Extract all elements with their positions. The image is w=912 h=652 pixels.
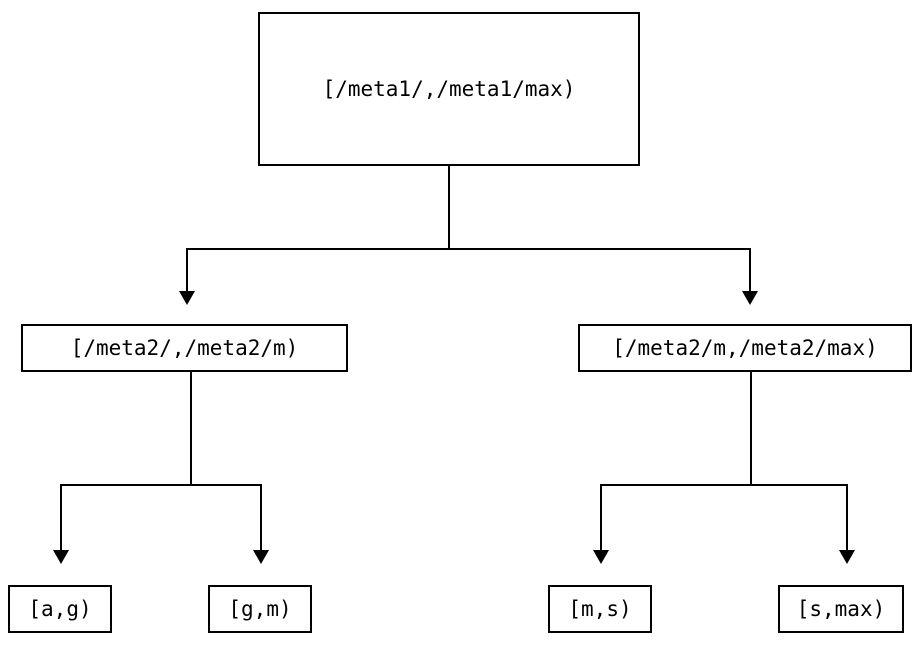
node-mid-left[interactable]: [/meta2/,/meta2/m): [21, 324, 348, 372]
edge-root-stem: [448, 166, 450, 250]
edge-mid-right-stem: [750, 372, 752, 486]
edge-mid-left-stem: [190, 372, 192, 486]
edge-mid-left-crossbar: [60, 484, 262, 486]
edge-root-crossbar: [186, 248, 750, 250]
node-leaf-g-m[interactable]: [g,m): [208, 585, 312, 633]
edge-mid-right-to-leaf-s-max: [846, 484, 848, 553]
edge-root-to-mid-left: [186, 248, 188, 294]
edge-mid-left-to-leaf-a-g: [60, 484, 62, 553]
node-mid-right-label: [/meta2/m,/meta2/max): [612, 336, 878, 360]
edge-root-to-mid-right: [749, 248, 751, 294]
node-leaf-m-s[interactable]: [m,s): [548, 585, 652, 633]
arrowhead-leaf-m-s: [593, 550, 609, 564]
node-mid-right[interactable]: [/meta2/m,/meta2/max): [578, 324, 912, 372]
arrowhead-leaf-s-max: [839, 550, 855, 564]
node-leaf-s-max[interactable]: [s,max): [778, 585, 904, 633]
edge-mid-right-crossbar: [600, 484, 848, 486]
node-leaf-m-s-label: [m,s): [568, 597, 632, 621]
arrowhead-mid-left: [179, 291, 195, 305]
edge-mid-left-to-leaf-g-m: [260, 484, 262, 553]
node-leaf-a-g-label: [a,g): [28, 597, 92, 621]
node-root[interactable]: [/meta1/,/meta1/max): [258, 12, 640, 166]
arrowhead-leaf-g-m: [253, 550, 269, 564]
edge-mid-right-to-leaf-m-s: [600, 484, 602, 553]
node-leaf-g-m-label: [g,m): [228, 597, 292, 621]
node-root-label: [/meta1/,/meta1/max): [322, 77, 576, 101]
node-mid-left-label: [/meta2/,/meta2/m): [70, 336, 299, 360]
arrowhead-mid-right: [742, 291, 758, 305]
arrowhead-leaf-a-g: [53, 550, 69, 564]
node-leaf-s-max-label: [s,max): [796, 597, 886, 621]
node-leaf-a-g[interactable]: [a,g): [8, 585, 112, 633]
